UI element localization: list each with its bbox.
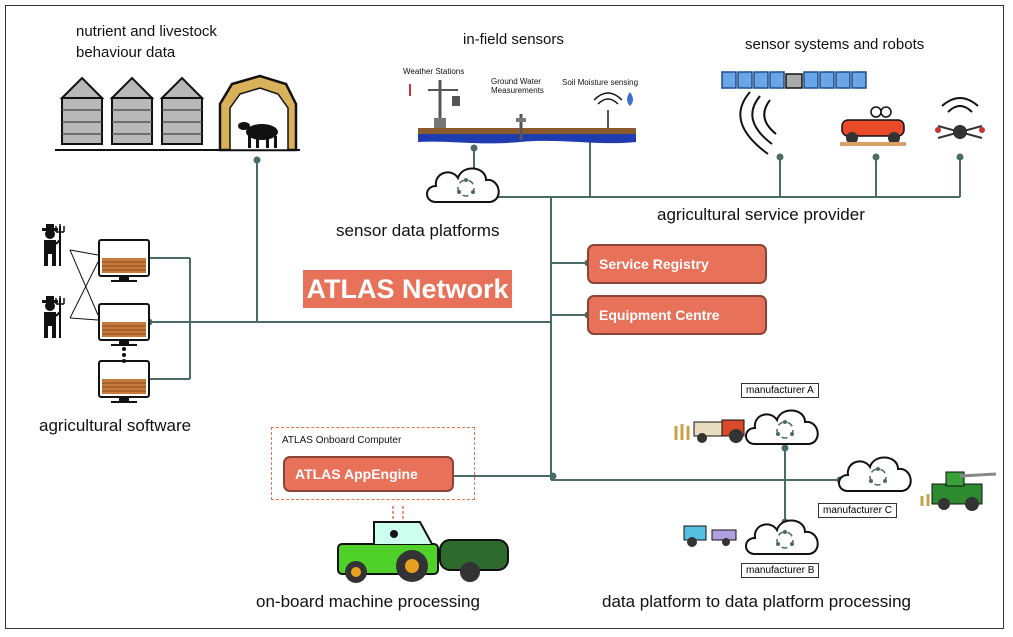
onboard-processing-label: on-board machine processing xyxy=(256,592,480,611)
cow-icon xyxy=(238,122,278,148)
farmer-icon xyxy=(41,223,65,267)
atlas-appengine-button[interactable]: ATLAS AppEngine xyxy=(283,456,454,492)
manufacturer-a-cloud-icon xyxy=(745,409,819,445)
ellipsis-dots-icon xyxy=(122,347,126,363)
tractor-with-tanker-icon xyxy=(337,506,509,583)
software-monitor xyxy=(98,239,150,283)
field-robot-icon xyxy=(840,106,906,146)
manufacturer-a-label: manufacturer A xyxy=(741,383,819,398)
tractor-b-icon xyxy=(683,525,737,547)
software-monitor xyxy=(98,360,150,404)
combine-harvester-icon xyxy=(920,471,997,511)
ag-software-label: agricultural software xyxy=(39,416,192,435)
soil-moisture-label: Soil Moisture sensing xyxy=(562,78,639,87)
service-registry-button[interactable]: Service Registry xyxy=(587,244,767,284)
onboard-computer-label: ATLAS Onboard Computer xyxy=(282,435,402,446)
barn-icon xyxy=(218,74,298,152)
infield-sensors-label: in-field sensors xyxy=(463,31,564,48)
manufacturer-c-cloud-icon xyxy=(838,456,912,492)
satellite-icon xyxy=(721,71,867,155)
software-monitor xyxy=(98,303,150,347)
service-provider-label: agricultural service provider xyxy=(657,205,865,224)
connection-lines xyxy=(149,140,961,522)
infield-sensors-icon xyxy=(409,80,636,144)
farmer-links xyxy=(69,249,99,321)
manufacturer-c-label: manufacturer C xyxy=(818,503,897,518)
silos-icon xyxy=(55,76,300,151)
tractor-sprayer-a-icon xyxy=(674,419,745,443)
nutrient-label-line1: nutrient and livestock xyxy=(76,23,217,40)
ground-water-label-1: Ground Water xyxy=(491,77,541,86)
nutrient-label-line2: behaviour data xyxy=(76,44,176,61)
connection-dots xyxy=(145,144,964,526)
equipment-centre-button[interactable]: Equipment Centre xyxy=(587,295,767,335)
diagram-frame xyxy=(5,5,1004,629)
atlas-network-title: ATLAS Network xyxy=(303,270,512,308)
dp2dp-label: data platform to data platform processin… xyxy=(602,592,911,611)
sensor-platform-cloud-icon xyxy=(426,167,500,203)
farmer-icon xyxy=(41,295,65,339)
manufacturer-b-cloud-icon xyxy=(745,519,819,555)
drone-icon xyxy=(935,97,985,139)
ground-water-label-2: Measurements xyxy=(491,86,544,95)
sensor-platforms-label: sensor data platforms xyxy=(336,221,500,240)
onboard-computer-box xyxy=(271,427,475,500)
weather-stations-label: Weather Stations xyxy=(403,67,465,76)
manufacturer-b-label: manufacturer B xyxy=(741,563,820,578)
sensor-systems-label: sensor systems and robots xyxy=(745,36,925,53)
